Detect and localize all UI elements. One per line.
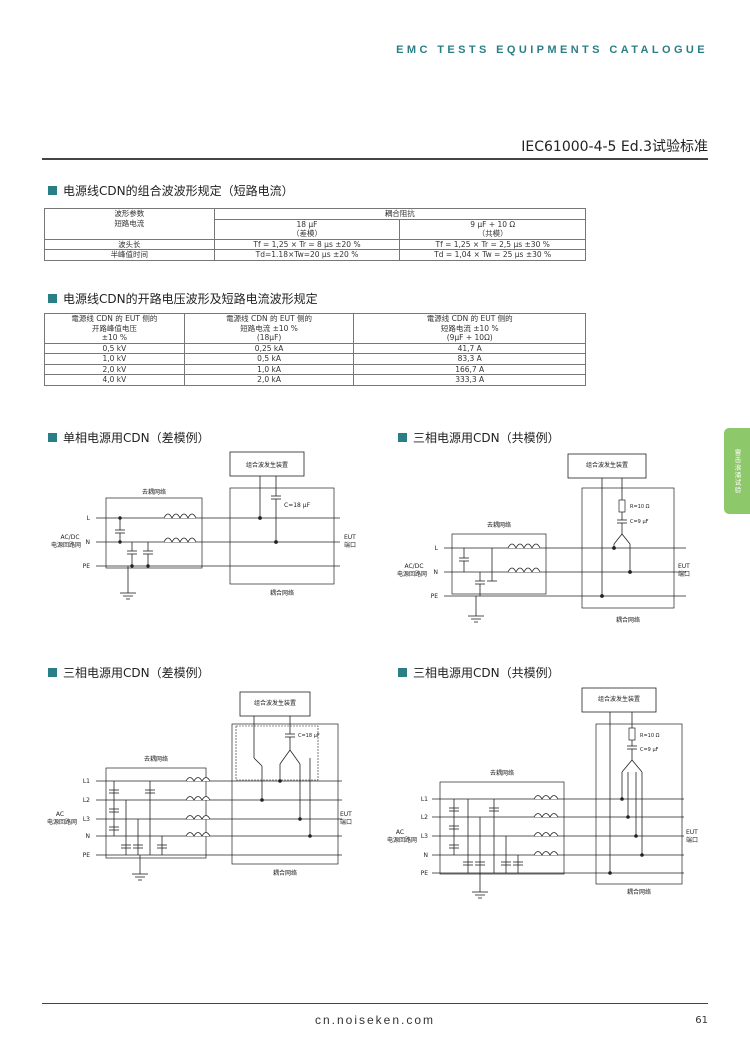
svg-text:EUT: EUT — [678, 563, 690, 570]
impedance-header: 耦合阻抗 — [213, 208, 587, 220]
svg-text:PE: PE — [83, 852, 91, 859]
section1-title: 电源线CDN的组合波波形规定（短路电流） — [63, 184, 294, 198]
param-header-cell: 波形参数短路电流 — [44, 208, 215, 240]
col-9uf: 9 μF + 10 Ω（共模） — [399, 218, 586, 240]
svg-text:L2: L2 — [421, 814, 428, 821]
svg-text:耦合网络: 耦合网络 — [627, 888, 651, 896]
svg-text:N: N — [86, 539, 91, 546]
svg-text:L: L — [87, 515, 91, 522]
generator-box — [567, 453, 647, 479]
svg-text:L1: L1 — [421, 796, 428, 803]
col-18uf: 18 μF（差模） — [213, 218, 401, 240]
svg-text:C=9 μF: C=9 μF — [640, 747, 659, 753]
svg-text:EUT: EUT — [686, 829, 698, 836]
svg-text:耦合网络: 耦合网络 — [273, 869, 297, 877]
single-phase-differential-circuit: 组合波发生装置 去耦网络 耦合网络 C=18 μF L N PE AC/DC 电… — [51, 451, 356, 600]
svg-text:EUT: EUT — [340, 811, 352, 818]
svg-text:AC: AC — [396, 829, 404, 836]
svg-text:L1: L1 — [83, 778, 90, 785]
svg-text:L2: L2 — [83, 797, 90, 804]
svg-text:电源回路网: 电源回路网 — [397, 570, 427, 578]
svg-text:PE: PE — [421, 870, 429, 877]
generator-box — [239, 691, 311, 717]
heading-square-icon — [48, 668, 57, 677]
footer-divider — [42, 1003, 708, 1004]
svg-text:端口: 端口 — [344, 541, 356, 549]
waveform-spec-table: 波形参数短路电流 耦合阻抗 18 μF（差模） 9 μF + 10 Ω（共模） … — [44, 208, 587, 261]
svg-text:N: N — [434, 569, 439, 576]
svg-text:去耦网络: 去耦网络 — [144, 755, 168, 763]
svg-text:组合波发生装置: 组合波发生装置 — [246, 461, 288, 469]
heading-square-icon — [48, 294, 57, 303]
svg-text:耦合网络: 耦合网络 — [270, 589, 294, 597]
standard-title: IEC61000-4-5 Ed.3试验标准 — [521, 139, 708, 155]
svg-text:C=18 μF: C=18 μF — [284, 502, 311, 509]
svg-text:R=10 Ω: R=10 Ω — [630, 504, 650, 510]
svg-text:N: N — [86, 833, 91, 840]
svg-text:端口: 端口 — [686, 836, 698, 844]
svg-text:耦合网络: 耦合网络 — [616, 616, 640, 624]
svg-text:AC/DC: AC/DC — [60, 534, 79, 541]
svg-text:去耦网络: 去耦网络 — [487, 521, 511, 529]
svg-text:AC: AC — [56, 811, 64, 818]
svg-text:L3: L3 — [83, 816, 90, 823]
svg-text:C=18 μF: C=18 μF — [298, 733, 320, 739]
heading-square-icon — [398, 433, 407, 442]
generator-box — [229, 451, 305, 477]
diagram3-heading: 三相电源用CDN（差模例） — [48, 664, 210, 681]
svg-text:C=9 μF: C=9 μF — [630, 519, 649, 525]
three-phase-common-mode-circuit-1: 组合波发生装置 去耦网络 耦合网络 R=10 Ω C=9 μF L N PE A… — [397, 453, 690, 624]
svg-text:端口: 端口 — [340, 818, 352, 826]
svg-text:组合波发生装置: 组合波发生装置 — [598, 695, 640, 703]
voltage-current-table: 電源线 CDN 的 EUT 侧的开路峰值电压±10 % 電源线 CDN 的 EU… — [44, 313, 586, 386]
svg-text:端口: 端口 — [678, 570, 690, 578]
svg-text:去耦网络: 去耦网络 — [490, 769, 514, 777]
svg-text:N: N — [424, 852, 429, 859]
diagram1-heading: 单相电源用CDN（差模例） — [48, 429, 210, 446]
catalogue-brand: EMC TESTS EQUIPMENTS CATALOGUE — [396, 44, 708, 56]
generator-box — [581, 687, 657, 713]
heading-square-icon — [398, 668, 407, 677]
svg-text:L: L — [435, 545, 439, 552]
svg-text:R=10 Ω: R=10 Ω — [640, 733, 660, 739]
header-divider — [42, 158, 708, 160]
page-number: 61 — [695, 1015, 708, 1026]
svg-text:组合波发生装置: 组合波发生装置 — [254, 699, 296, 707]
svg-text:AC/DC: AC/DC — [404, 563, 423, 570]
section2-heading: 电源线CDN的开路电压波形及短路电流波形规定 — [48, 290, 318, 307]
section2-title: 电源线CDN的开路电压波形及短路电流波形规定 — [63, 292, 318, 306]
svg-text:PE: PE — [83, 563, 91, 570]
three-phase-differential-circuit: 组合波发生装置 去耦网络 耦合网络 C=18 μF L1 L2 L3 N PE … — [47, 691, 352, 881]
svg-text:电源回路网: 电源回路网 — [47, 818, 77, 826]
website-link[interactable]: cn.noiseken.com — [314, 1013, 436, 1027]
heading-square-icon — [48, 433, 57, 442]
table-header-row: 電源线 CDN 的 EUT 侧的开路峰值电压±10 % 電源线 CDN 的 EU… — [44, 313, 586, 344]
svg-text:电源回路网: 电源回路网 — [51, 541, 81, 549]
heading-square-icon — [48, 186, 57, 195]
three-phase-common-mode-circuit-2: 组合波发生装置 去耦网络 耦合网络 R=10 Ω C=9 μF L1 L2 L3… — [387, 687, 698, 899]
svg-text:L3: L3 — [421, 833, 428, 840]
diagram2-heading: 三相电源用CDN（共模例） — [398, 429, 560, 446]
side-category-tab[interactable]: 雷击浪涌试验 — [724, 428, 750, 514]
svg-text:组合波发生装置: 组合波发生装置 — [586, 461, 628, 469]
svg-text:EUT: EUT — [344, 534, 356, 541]
svg-text:PE: PE — [431, 593, 439, 600]
diagram4-heading: 三相电源用CDN（共模例） — [398, 664, 560, 681]
svg-text:去耦网络: 去耦网络 — [142, 488, 166, 496]
section1-heading: 电源线CDN的组合波波形规定（短路电流） — [48, 182, 294, 199]
svg-text:电源回路网: 电源回路网 — [387, 836, 417, 844]
